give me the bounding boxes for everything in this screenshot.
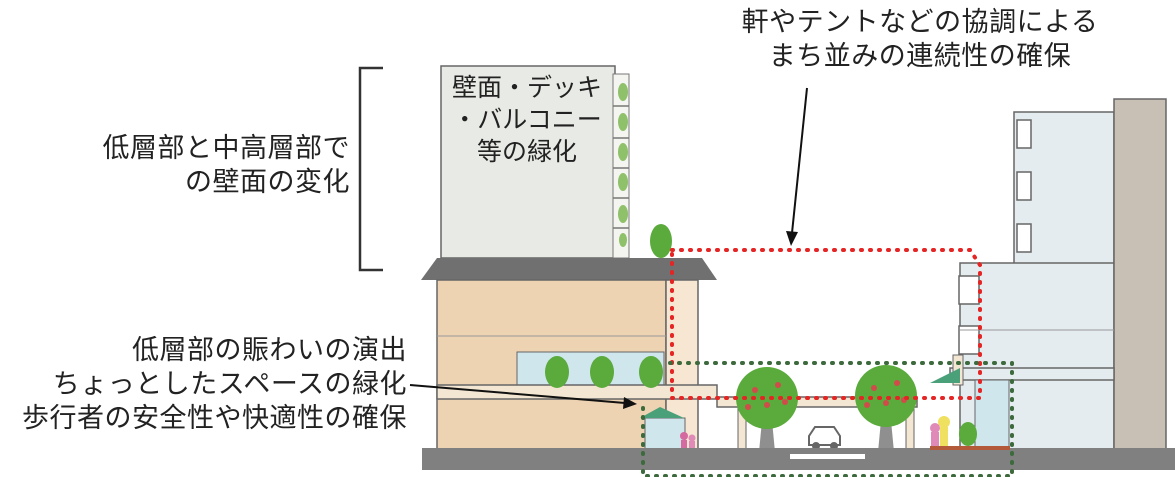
deck [436, 384, 718, 400]
lower-leader-arrow [409, 384, 637, 409]
pedestrians-left [680, 432, 696, 450]
wall-greenery [618, 83, 628, 247]
greening-label: 壁面・デッキ ・バルコニー 等の緑化 [451, 73, 602, 166]
right-eave [949, 367, 1115, 381]
street-tree-right [855, 365, 917, 452]
road-marking [790, 454, 865, 459]
shop-door [644, 417, 686, 451]
lower-floor-outline [641, 361, 1014, 477]
eaves-label: 軒やテントなどの協調による まち並みの連続性の確保 [741, 7, 1099, 72]
eaves-leader-arrow [786, 87, 808, 246]
eaves-continuity-outline [670, 248, 982, 400]
deck-shrubs [545, 356, 663, 388]
roof [421, 258, 717, 280]
car [808, 426, 841, 450]
green-wall-column [612, 73, 630, 259]
pedestrians-right [930, 416, 977, 448]
right-awning [930, 368, 960, 383]
street-tree-left [736, 367, 798, 452]
wall-change-label: 低層部と中高層部で の壁面の変化 [102, 133, 350, 198]
wall-change-bracket [358, 66, 383, 272]
sidewalk-right [930, 446, 1010, 450]
right-tower [1113, 98, 1167, 454]
balcony-lines [613, 105, 629, 229]
shop-awning [640, 407, 684, 418]
lower-floor-label: 低層部の賑わいの演出 ちょっとしたスペースの緑化 歩行者の安全性や快適性の確保 [22, 335, 407, 434]
roof-tree [650, 224, 672, 258]
